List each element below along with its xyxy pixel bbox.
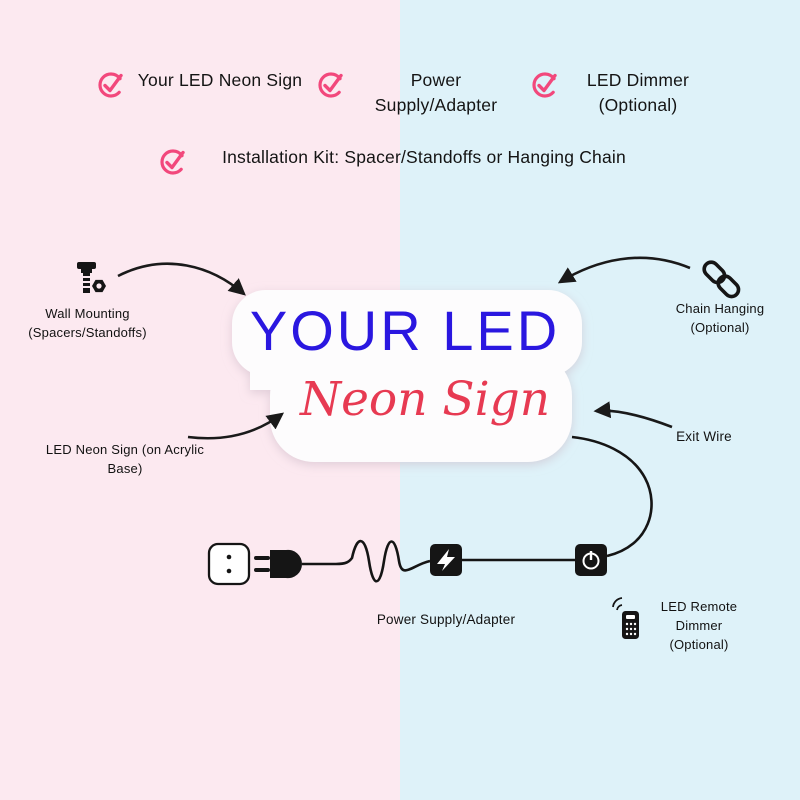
power-supply-label: Power Supply/Adapter — [376, 612, 516, 627]
chain-hanging-label: Chain Hanging (Optional) — [675, 301, 765, 335]
exit-wire-label: Exit Wire — [676, 429, 732, 444]
checklist-label: Installation Kit: Spacer/Standoffs or Ha… — [222, 147, 626, 167]
wall-mounting-label: Wall Mounting (Spacers/Standoffs) — [28, 306, 147, 340]
sign-title: YOUR LED — [249, 299, 561, 362]
check-icon — [160, 149, 186, 175]
checklist-item-installation: Installation Kit: Spacer/Standoffs or Ha… — [158, 145, 658, 176]
check-icon — [532, 72, 558, 98]
check-icon — [98, 72, 124, 98]
led-neon-sign-label: LED Neon Sign (on Acrylic Base) — [45, 442, 205, 476]
remote-dimmer-label: LED Remote Dimmer (Optional) — [660, 599, 738, 652]
checklist-item-sign: Your LED Neon Sign — [96, 68, 314, 99]
checklist-label: Your LED Neon Sign — [137, 70, 303, 90]
checklist-label: Power Supply/Adapter — [374, 70, 498, 115]
check-icon — [318, 72, 344, 98]
sign-subtitle: Neon Sign — [299, 372, 551, 427]
checklist-label: LED Dimmer (Optional) — [586, 70, 690, 115]
checklist-item-dimmer: LED Dimmer (Optional) — [530, 68, 710, 117]
checklist-item-power: Power Supply/Adapter — [316, 68, 528, 117]
